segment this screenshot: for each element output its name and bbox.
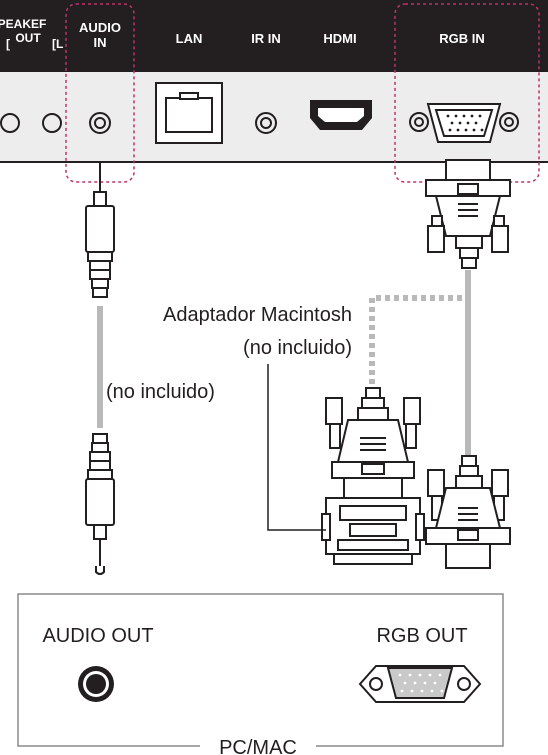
speaker-polarity-mark: [	[6, 37, 10, 51]
audio-out-jack	[78, 666, 114, 702]
lan-label: LAN	[176, 31, 203, 46]
pc-box	[17, 593, 504, 747]
vga-plug-top	[425, 159, 511, 269]
rgb-out-pins	[398, 673, 444, 693]
panel-header	[0, 0, 548, 72]
adapter-leader-line	[267, 364, 326, 531]
audio-in-label-1: AUDIO	[79, 20, 121, 35]
audio-out-label: AUDIO OUT	[42, 625, 153, 647]
lan-port	[155, 82, 223, 144]
ir-in-label: IR IN	[251, 31, 281, 46]
hdmi-label: HDMI	[323, 31, 356, 46]
speaker-out-label-1: PEAKEF	[0, 17, 46, 31]
ir-in-jack	[255, 112, 277, 134]
rgb-in-highlight	[394, 3, 540, 183]
mac-adapter	[321, 477, 425, 565]
speaker-jacks	[0, 113, 62, 133]
audio-in-label-2: IN	[94, 35, 107, 50]
audio-in-jack	[89, 112, 111, 134]
adapter-label-2: (no incluido)	[243, 337, 352, 359]
adapter-vga-plug	[325, 387, 421, 479]
adapter-alt-cable	[369, 295, 462, 388]
monitor-panel	[0, 0, 548, 163]
rgb-in-pins	[446, 114, 484, 132]
audio-in-highlight	[65, 3, 135, 183]
pc-name-label: PC/MAC	[219, 737, 297, 755]
rgb-out-label: RGB OUT	[376, 625, 467, 647]
adapter-label-1: Adaptador Macintosh	[163, 304, 352, 326]
speaker-out-label-2: OUT	[15, 31, 41, 45]
rgb-out-port	[358, 665, 482, 703]
audio-cable-note: (no incluido)	[106, 381, 215, 403]
audio-cable	[85, 162, 115, 575]
hdmi-port	[310, 100, 372, 130]
vga-plug-bottom	[425, 455, 511, 569]
rgb-in-label: RGB IN	[439, 31, 485, 46]
speaker-line-mark: [L	[52, 37, 63, 51]
rgb-in-port	[409, 103, 519, 143]
